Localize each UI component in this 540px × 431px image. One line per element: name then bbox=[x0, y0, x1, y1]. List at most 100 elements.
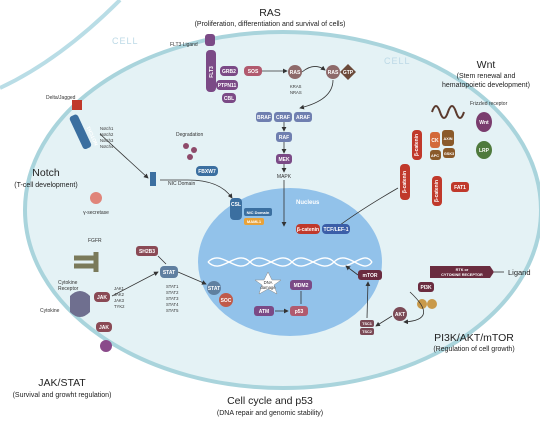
gamma-secretase-label: γ-secretase bbox=[83, 210, 109, 216]
gamma-secretase-node bbox=[90, 192, 102, 204]
wnt-subtitle-1: (Stem renewal and bbox=[457, 73, 516, 80]
fgfr-receptor bbox=[74, 252, 99, 272]
akt-to-tsc-arrow bbox=[375, 315, 393, 327]
notch4-list-label: Notch4 bbox=[100, 144, 114, 149]
ras-right-node bbox=[326, 65, 340, 79]
frizzled-receptor bbox=[431, 105, 465, 119]
p53-label: p53 bbox=[295, 309, 304, 315]
axin-label: AXIN bbox=[443, 137, 452, 141]
dna-damage-burst bbox=[254, 271, 282, 295]
mek-label: MEK bbox=[278, 157, 290, 163]
flt3-ligand-label: FLT3 Ligand bbox=[170, 42, 198, 48]
stat4-label: STAT4 bbox=[166, 302, 179, 307]
flt3-ligand bbox=[205, 34, 215, 46]
ck-label: CK bbox=[431, 138, 439, 144]
cytokine-receptor bbox=[70, 291, 90, 317]
jak-label-2: JAK bbox=[99, 325, 109, 331]
ras-right-label: RAS bbox=[328, 70, 339, 76]
b-catenin-node-2 bbox=[400, 164, 410, 200]
nic-domain-fragment bbox=[150, 172, 156, 186]
tsc1-node bbox=[360, 320, 374, 327]
sh2b3-inhibit-line bbox=[157, 255, 167, 265]
nic-domain-label: NIC Domain bbox=[168, 181, 195, 187]
b-catenin-label-2: β-catenin bbox=[402, 171, 408, 193]
soc-label: SOC bbox=[221, 298, 232, 304]
pi3k-node bbox=[418, 282, 434, 292]
notch2-list-label: Notch2 bbox=[100, 132, 114, 137]
wnt-title: Wnt bbox=[477, 59, 496, 71]
atm-node bbox=[254, 306, 274, 316]
jakstat-title: JAK/STAT bbox=[38, 377, 86, 389]
fbxw7-node bbox=[196, 166, 218, 176]
cbl-label: CBL bbox=[224, 96, 234, 102]
jak3-label: JAK3 bbox=[114, 298, 125, 303]
ptpn11-label: PTPN11 bbox=[218, 83, 237, 89]
delta-jagged-label: Delta/Jagged bbox=[46, 95, 76, 101]
flt3-receptor bbox=[206, 50, 216, 92]
cytokine-label: Cytokine bbox=[40, 308, 60, 314]
raf-node bbox=[276, 132, 292, 142]
fbxw7-label: FBXW7 bbox=[198, 169, 216, 175]
araf-node bbox=[294, 112, 312, 122]
sos-node bbox=[244, 66, 262, 76]
gsk3-node bbox=[443, 148, 455, 158]
stat1-label: STAT1 bbox=[166, 284, 179, 289]
stat-dimer-node bbox=[207, 281, 221, 295]
grb2-node bbox=[220, 66, 238, 76]
nic-to-nucleus-arrow bbox=[160, 179, 233, 199]
stat5-label: STAT5 bbox=[166, 308, 179, 313]
fat1-label: FAT1 bbox=[454, 185, 466, 191]
wnt-subtitle-2: hematopoietic development) bbox=[442, 82, 530, 89]
sh2b3-label: SH2B3 bbox=[139, 249, 155, 255]
craf-node bbox=[274, 112, 292, 122]
araf-label: ARAF bbox=[296, 115, 310, 121]
mdm2-node bbox=[290, 280, 312, 290]
delta-jagged-ligand bbox=[72, 100, 82, 110]
ck-node bbox=[430, 132, 440, 148]
grb2-label: GRB2 bbox=[222, 69, 236, 75]
ras-to-raf-arrow bbox=[299, 79, 334, 110]
braf-label: BRAF bbox=[257, 115, 271, 121]
dna-strand-2 bbox=[207, 257, 373, 267]
b-catenin-nuclear-label: β-catenin bbox=[297, 227, 319, 233]
wnt-node-label: Wnt bbox=[479, 120, 489, 126]
axin-node bbox=[442, 130, 454, 146]
degradation-label: Degradation bbox=[176, 132, 203, 138]
gtp-label: GTP bbox=[343, 70, 354, 76]
mtor-to-nucleus-arrow bbox=[345, 265, 359, 276]
b-catenin-label-1: β-catenin bbox=[414, 134, 420, 156]
ras-subtitle: (Proliferation, differentiation and surv… bbox=[195, 21, 346, 28]
tsc1-label: TSC1 bbox=[362, 322, 372, 326]
notch-subtitle: (T-cell development) bbox=[14, 182, 77, 189]
notch1-receptor bbox=[69, 114, 92, 150]
csl-node bbox=[230, 198, 242, 220]
atm-label: ATM bbox=[259, 309, 269, 315]
p53-node bbox=[290, 306, 308, 316]
stat2-label: STAT2 bbox=[166, 290, 179, 295]
pi3k-title: PI3K/AKT/mTOR bbox=[434, 332, 514, 344]
raf-label: RAF bbox=[279, 135, 289, 141]
gsk3-label: GSK3 bbox=[444, 152, 454, 156]
craf-label: CRAF bbox=[276, 115, 290, 121]
jak-receptor-3 bbox=[100, 340, 112, 352]
akt-node bbox=[393, 307, 407, 321]
rtk-label-1: RTK or bbox=[456, 268, 469, 272]
maml1-label: MAML1 bbox=[247, 219, 262, 224]
apc-node bbox=[430, 150, 441, 160]
pi3k-subtitle: (Regulation of cell growth) bbox=[433, 346, 514, 353]
pi3k-subunit-b bbox=[427, 299, 437, 309]
csl-label: CSL bbox=[231, 202, 241, 208]
dna-damage-label-2: damage bbox=[260, 285, 276, 290]
cytokine-receptor-label-1: Cytokine bbox=[58, 280, 78, 286]
nucleus-label: Nucleus bbox=[296, 200, 320, 206]
lrp-node bbox=[476, 141, 492, 159]
cell-label: CELL bbox=[384, 56, 411, 66]
flt3-label: FLT3 bbox=[209, 66, 215, 78]
ras-left-node bbox=[288, 65, 302, 79]
notch1-list-label: Notch1 bbox=[100, 126, 114, 131]
nras-label: NRAS bbox=[290, 90, 302, 95]
pi3k-subunit-a bbox=[417, 299, 427, 309]
ras-activation-arrow bbox=[301, 65, 326, 73]
